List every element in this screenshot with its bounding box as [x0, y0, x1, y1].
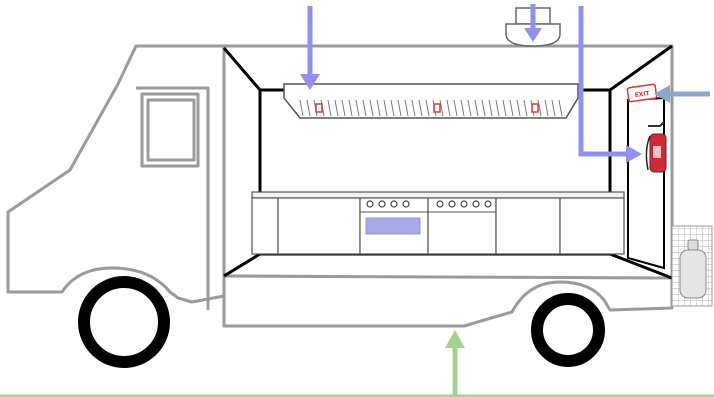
wheels — [84, 282, 599, 362]
knob-4 — [403, 201, 409, 207]
exhaust-hood — [284, 84, 578, 118]
hood-light-right — [532, 104, 538, 112]
knob-6 — [449, 201, 455, 207]
knob-5 — [437, 201, 443, 207]
cabinet-1 — [252, 198, 278, 254]
undercarriage-arrow — [445, 330, 465, 396]
exit-sign: EXIT — [627, 84, 657, 102]
front-wheel — [84, 282, 164, 362]
propane-tank — [672, 226, 712, 306]
knob-8 — [473, 201, 479, 207]
knob-2 — [379, 201, 385, 207]
knob-3 — [391, 201, 397, 207]
oven-window — [366, 218, 420, 234]
hood-light-center — [434, 104, 440, 112]
hood-arrow — [300, 6, 320, 90]
knob-9 — [485, 201, 491, 207]
rear-wheel — [537, 299, 599, 361]
cabinet-2 — [278, 198, 360, 254]
exit-sign-arrow — [654, 85, 710, 103]
knob-7 — [461, 201, 467, 207]
knob-1 — [367, 201, 373, 207]
cabinet-4 — [560, 198, 624, 254]
cabinet-3 — [496, 198, 560, 254]
hood-light-left — [316, 104, 322, 112]
back-door — [628, 98, 664, 268]
